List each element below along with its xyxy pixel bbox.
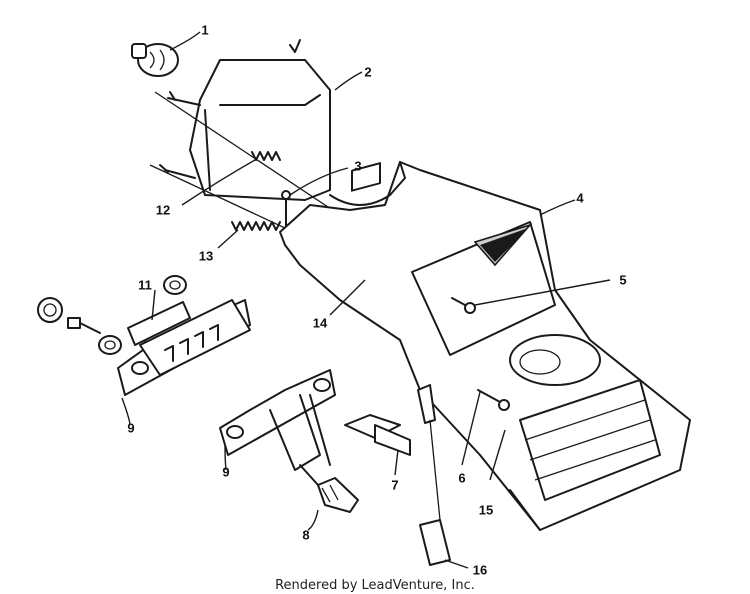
hood-part (279, 161, 691, 531)
callout-2: 2 (364, 64, 372, 80)
plate-11 (127, 301, 191, 346)
callout-9-left: 9 (127, 420, 135, 436)
footer-credit: Rendered by LeadVenture, Inc. (275, 578, 475, 593)
callout-5: 5 (619, 272, 627, 288)
callout-3: 3 (354, 158, 362, 174)
bulb-part (131, 43, 179, 77)
callout-12: 12 (155, 202, 171, 218)
switch-7 (344, 414, 411, 456)
spring-13 (231, 221, 281, 231)
clip-16 (417, 384, 451, 566)
key-switch (37, 297, 101, 334)
callout-15: 15 (478, 502, 494, 518)
callout-7: 7 (391, 477, 399, 493)
callout-9-right: 9 (222, 464, 230, 480)
callout-4: 4 (576, 190, 584, 206)
screw-5 (451, 297, 476, 314)
callout-11: 11 (138, 277, 152, 293)
screw-6 (477, 389, 510, 411)
callout-1: 1 (201, 22, 209, 38)
grommet-top (163, 275, 187, 295)
bracket-9-lower (219, 369, 336, 471)
headlight-part (149, 39, 341, 236)
callout-13: 13 (198, 248, 214, 264)
callout-8: 8 (302, 527, 310, 543)
callout-6: 6 (458, 470, 466, 486)
grommet-left (98, 335, 122, 355)
callout-16: 16 (472, 562, 488, 578)
leader-lines (121, 31, 611, 569)
socket-8 (299, 464, 359, 513)
callout-14: 14 (312, 315, 328, 331)
switch-panel (139, 299, 251, 376)
spring-12 (251, 151, 281, 161)
